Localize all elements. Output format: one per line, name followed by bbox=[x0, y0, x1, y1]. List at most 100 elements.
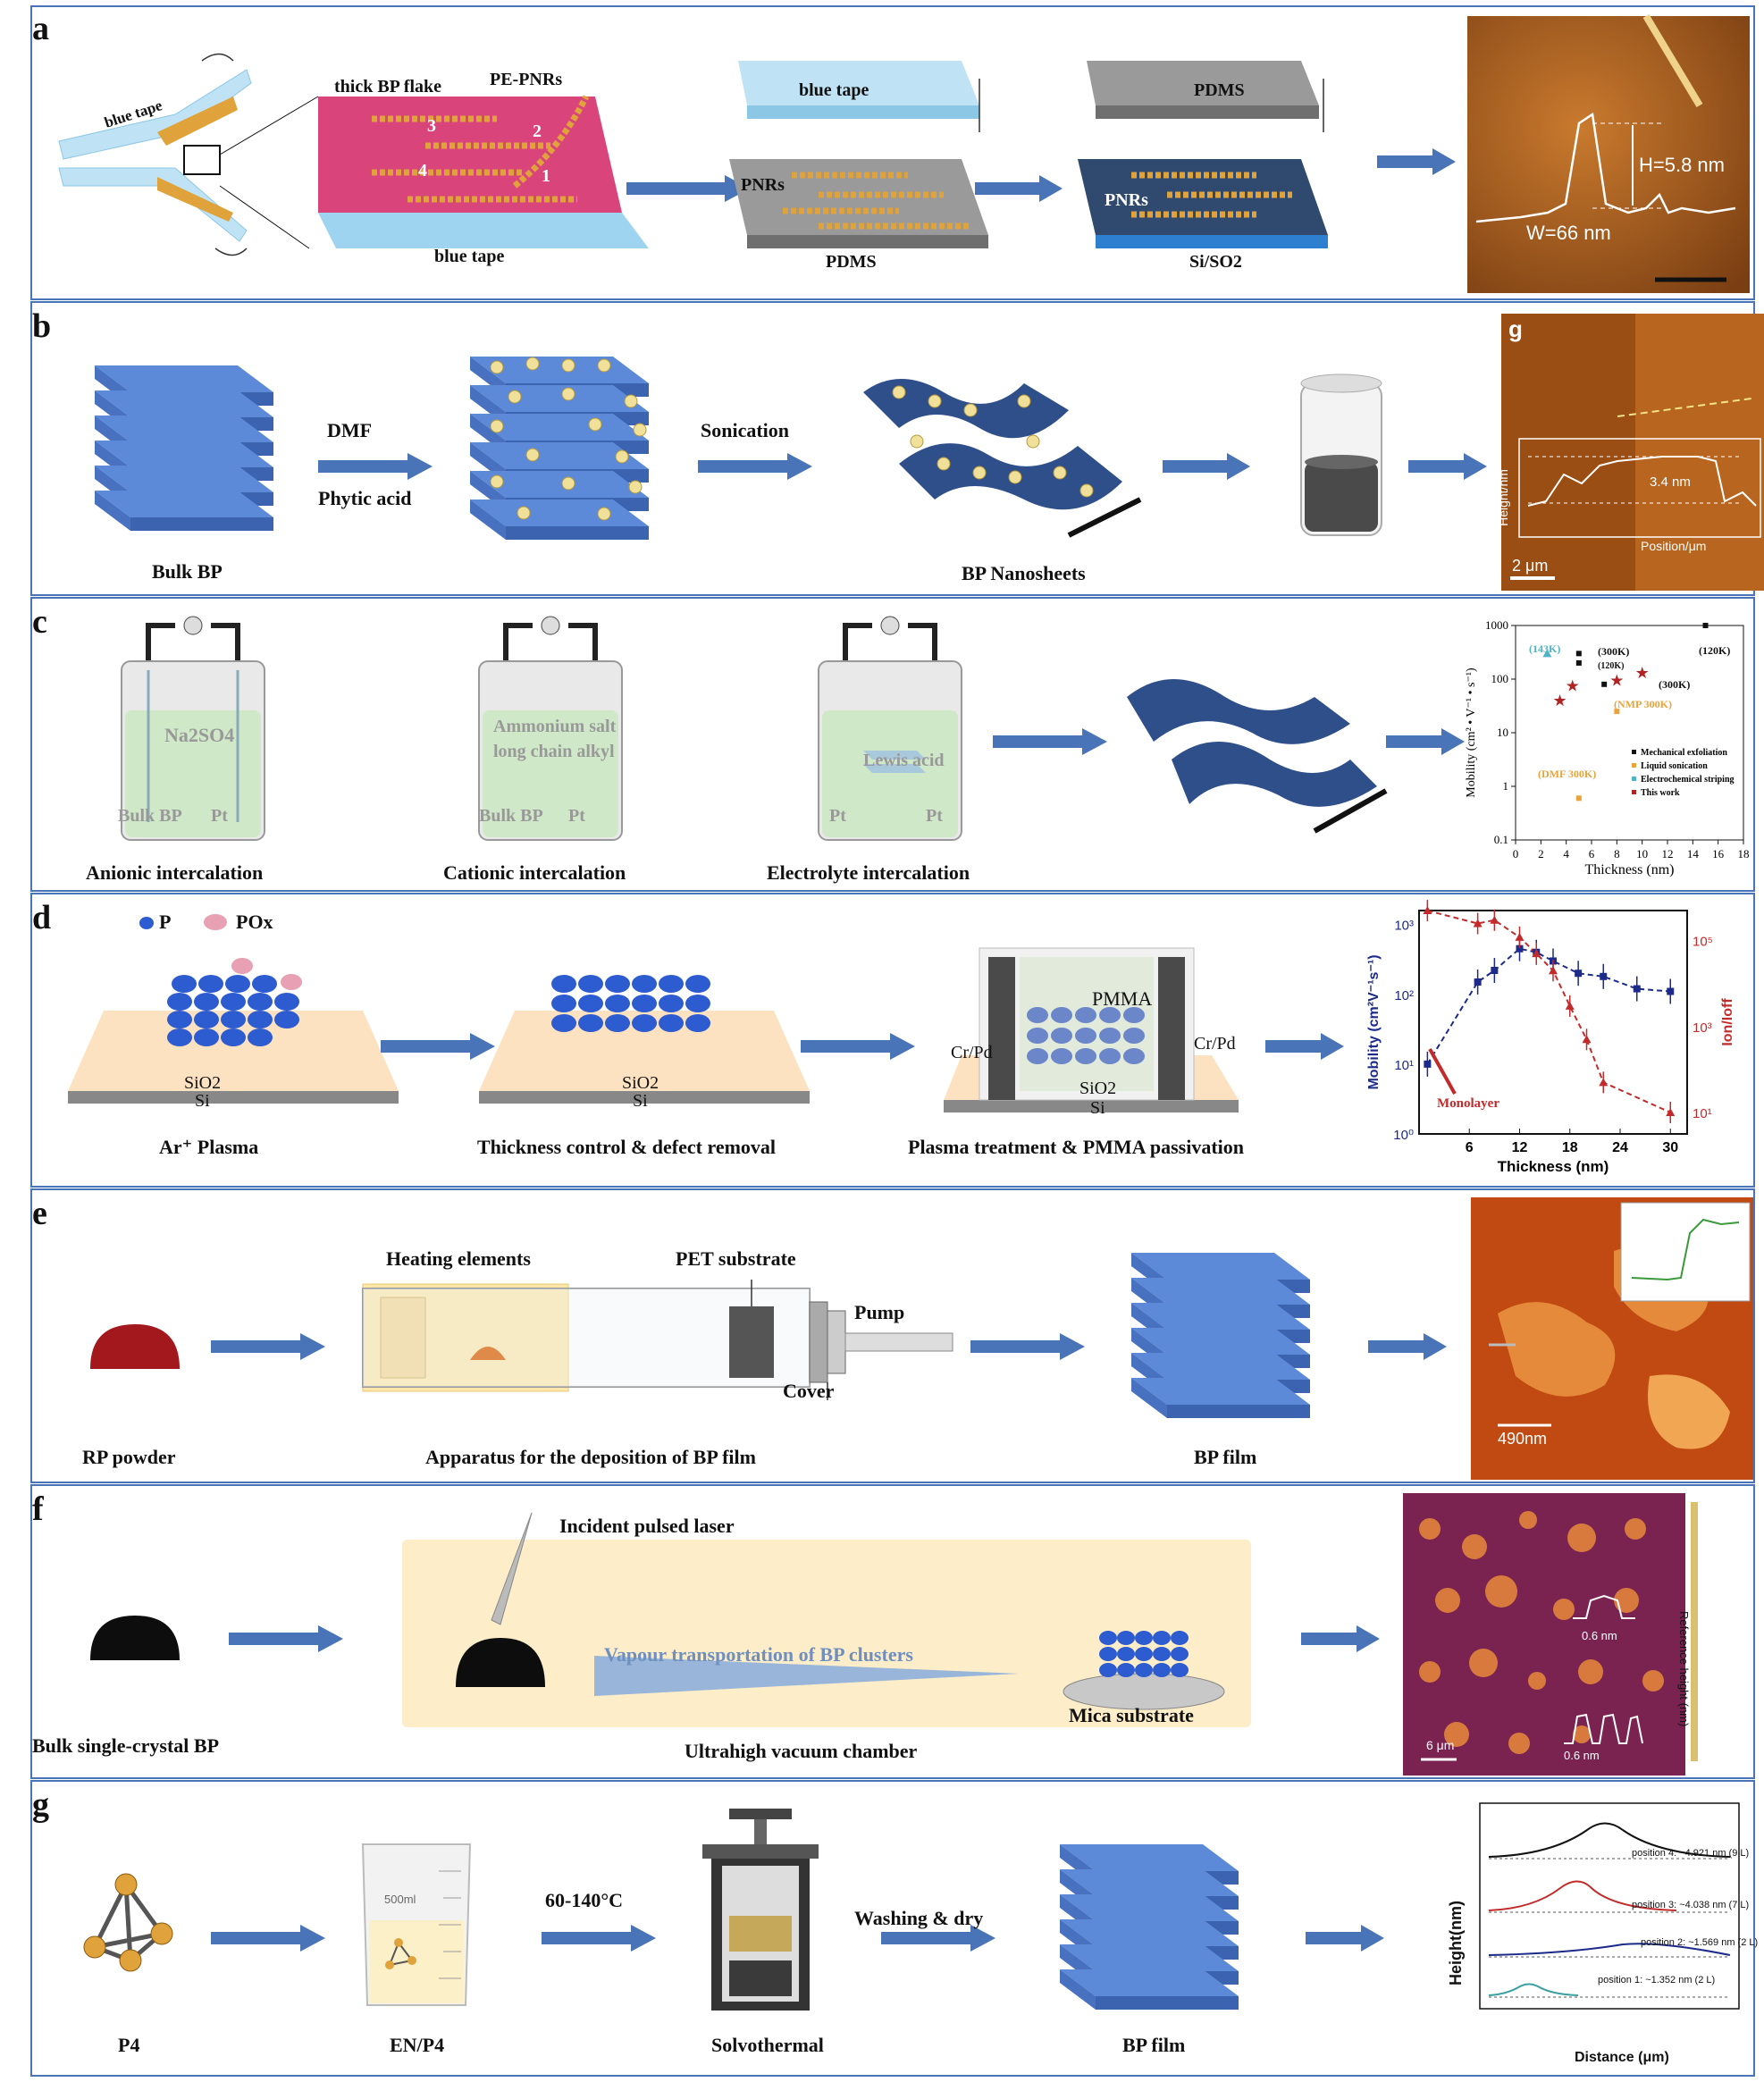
laser-label: Incident pulsed laser bbox=[559, 1515, 735, 1538]
annotation: (NMP 300K) bbox=[1614, 698, 1672, 710]
panel-a: a blue tape thick BP flake PE-PNRs blue … bbox=[30, 5, 1755, 300]
arrow-icon bbox=[211, 1925, 327, 1952]
bulk-bp-label: Bulk BP bbox=[152, 560, 223, 583]
panel-label: e bbox=[32, 1194, 47, 1233]
ar-plasma-illustration bbox=[68, 939, 399, 1118]
solvo-label: Solvothermal bbox=[711, 2034, 824, 2057]
x-tick-label: 12 bbox=[1512, 1140, 1528, 1155]
y-tick-label: 10¹ bbox=[1394, 1058, 1414, 1073]
pos3: position 3: ~4.038 nm (7 L) bbox=[1632, 1900, 1749, 1910]
x-tick-label: 16 bbox=[1712, 847, 1725, 861]
bulkbp-1: Bulk BP bbox=[118, 806, 182, 827]
y2-tick-label: 10¹ bbox=[1693, 1106, 1712, 1121]
y-axis-label: Mobility (cm²V⁻¹s⁻¹) bbox=[1366, 954, 1382, 1089]
afm-f-w2: 0.6 nm bbox=[1564, 1749, 1600, 1762]
pt-3: Pt bbox=[829, 806, 846, 827]
data-point bbox=[1601, 682, 1607, 687]
x-tick-label: 18 bbox=[1562, 1140, 1578, 1155]
num-4: 4 bbox=[418, 161, 427, 181]
y2-tick-label: 10³ bbox=[1693, 1020, 1712, 1036]
anionic-label: Anionic intercalation bbox=[86, 861, 263, 885]
legend-entry: This work bbox=[1641, 788, 1680, 798]
arrow-icon bbox=[975, 175, 1064, 202]
y-tick-label: 10² bbox=[1394, 988, 1414, 1003]
si-2: Si bbox=[633, 1091, 648, 1112]
panel-label: c bbox=[32, 602, 47, 642]
afm-g-label: g bbox=[1508, 315, 1523, 343]
pe-pnrs-label: PE-PNRs bbox=[490, 70, 562, 90]
arrow-icon bbox=[229, 1625, 345, 1652]
panel-label: d bbox=[32, 898, 51, 937]
pnrs2-label: PNRs bbox=[1105, 190, 1148, 211]
arrow-icon bbox=[1306, 1925, 1386, 1952]
pdms-top-label: PDMS bbox=[1194, 80, 1245, 101]
exfoliated-sheets bbox=[1118, 661, 1386, 840]
height-profile-chart bbox=[1444, 1794, 1748, 2027]
vapour-label: Vapour transportation of BP clusters bbox=[604, 1643, 913, 1666]
temp-label: 60-140°C bbox=[545, 1889, 623, 1912]
beaker-electrolyte bbox=[801, 608, 979, 840]
afm-pos-axis: Position/μm bbox=[1641, 539, 1706, 553]
blue-tape-top-label: blue tape bbox=[799, 80, 869, 101]
data-point: ★ bbox=[1635, 664, 1650, 682]
arrow-icon bbox=[1163, 453, 1252, 480]
g-ylabel: Height(nm) bbox=[1447, 1901, 1466, 1985]
p4-label: P4 bbox=[118, 2034, 139, 2057]
na2so4-label: Na2SO4 bbox=[164, 724, 234, 747]
pt-1: Pt bbox=[211, 806, 228, 827]
x-tick-label: 12 bbox=[1662, 847, 1674, 861]
legend-entry: Electrochemical striping bbox=[1641, 775, 1735, 785]
bulk-crystal-icon bbox=[86, 1611, 184, 1665]
plasma-pmma-label: Plasma treatment & PMMA passivation bbox=[908, 1136, 1244, 1159]
apparatus-label: Apparatus for the deposition of BP film bbox=[425, 1446, 756, 1469]
panel-label: b bbox=[32, 306, 51, 346]
pnrs-label: PNRs bbox=[741, 175, 785, 196]
blue-tape-bottom-label: blue tape bbox=[434, 247, 504, 267]
arrow-icon bbox=[1265, 1033, 1346, 1060]
bulkbp-2: Bulk BP bbox=[479, 806, 543, 827]
washing-label: Washing & dry bbox=[854, 1907, 983, 1930]
legend-entry: Liquid sonication bbox=[1641, 761, 1708, 771]
y2-tick-label: 10⁵ bbox=[1693, 935, 1713, 950]
p-legend: P bbox=[159, 911, 171, 934]
cationic-label: Cationic intercalation bbox=[443, 861, 626, 885]
panel-label: g bbox=[32, 1785, 49, 1825]
bp-nanosheets-label: BP Nanosheets bbox=[962, 562, 1086, 585]
x-tick-label: 8 bbox=[1614, 847, 1620, 861]
x-tick-label: 4 bbox=[1563, 847, 1569, 861]
arrow-icon bbox=[318, 453, 434, 480]
x-axis-label: Thickness (nm) bbox=[1498, 1158, 1609, 1175]
arrow-icon bbox=[1301, 1625, 1382, 1652]
si-1: Si bbox=[195, 1091, 210, 1112]
x-tick-label: 10 bbox=[1636, 847, 1648, 861]
data-point: ★ bbox=[1609, 671, 1624, 689]
afm-step: 3.4 nm bbox=[1650, 474, 1691, 490]
arrow-icon bbox=[211, 1333, 327, 1360]
panel-d: d P POx SiO2 Si Ar⁺ Plasma SiO2 Si Thick… bbox=[30, 893, 1755, 1188]
arrow-icon bbox=[1408, 453, 1489, 480]
panel-c: c Na2SO4 Bulk BP Pt Anionic intercalatio… bbox=[30, 597, 1755, 892]
afm-image-f bbox=[1403, 1493, 1698, 1776]
si-3: Si bbox=[1090, 1098, 1105, 1119]
pt-4: Pt bbox=[926, 806, 943, 827]
arrow-icon bbox=[993, 728, 1109, 755]
afm-height: H=5.8 nm bbox=[1639, 154, 1725, 177]
panel-label: f bbox=[32, 1490, 44, 1529]
bulk-crystal-label: Bulk single-crystal BP bbox=[32, 1734, 219, 1758]
x-tick-label: 6 bbox=[1466, 1140, 1474, 1155]
beaker-ml: 500ml bbox=[384, 1893, 416, 1906]
pmma-label: PMMA bbox=[1092, 987, 1152, 1011]
y-axis-label: Mobility (cm² • V⁻¹ • s⁻¹) bbox=[1465, 667, 1478, 798]
x-tick-label: 24 bbox=[1612, 1140, 1628, 1155]
thickness-control-label: Thickness control & defect removal bbox=[477, 1136, 776, 1159]
arrow-icon bbox=[970, 1333, 1087, 1360]
y-tick-label: 10⁰ bbox=[1393, 1128, 1414, 1143]
rp-powder-icon bbox=[86, 1320, 184, 1373]
annotation: (300K) bbox=[1659, 678, 1690, 691]
legend-entry: Mechanical exfoliation bbox=[1641, 748, 1727, 758]
pt-2: Pt bbox=[568, 806, 585, 827]
afm-height-axis: Height/nm bbox=[1496, 469, 1510, 526]
lewis-label: Lewis acid bbox=[863, 751, 945, 771]
num-3: 3 bbox=[427, 116, 436, 137]
pox-icon bbox=[202, 912, 229, 932]
